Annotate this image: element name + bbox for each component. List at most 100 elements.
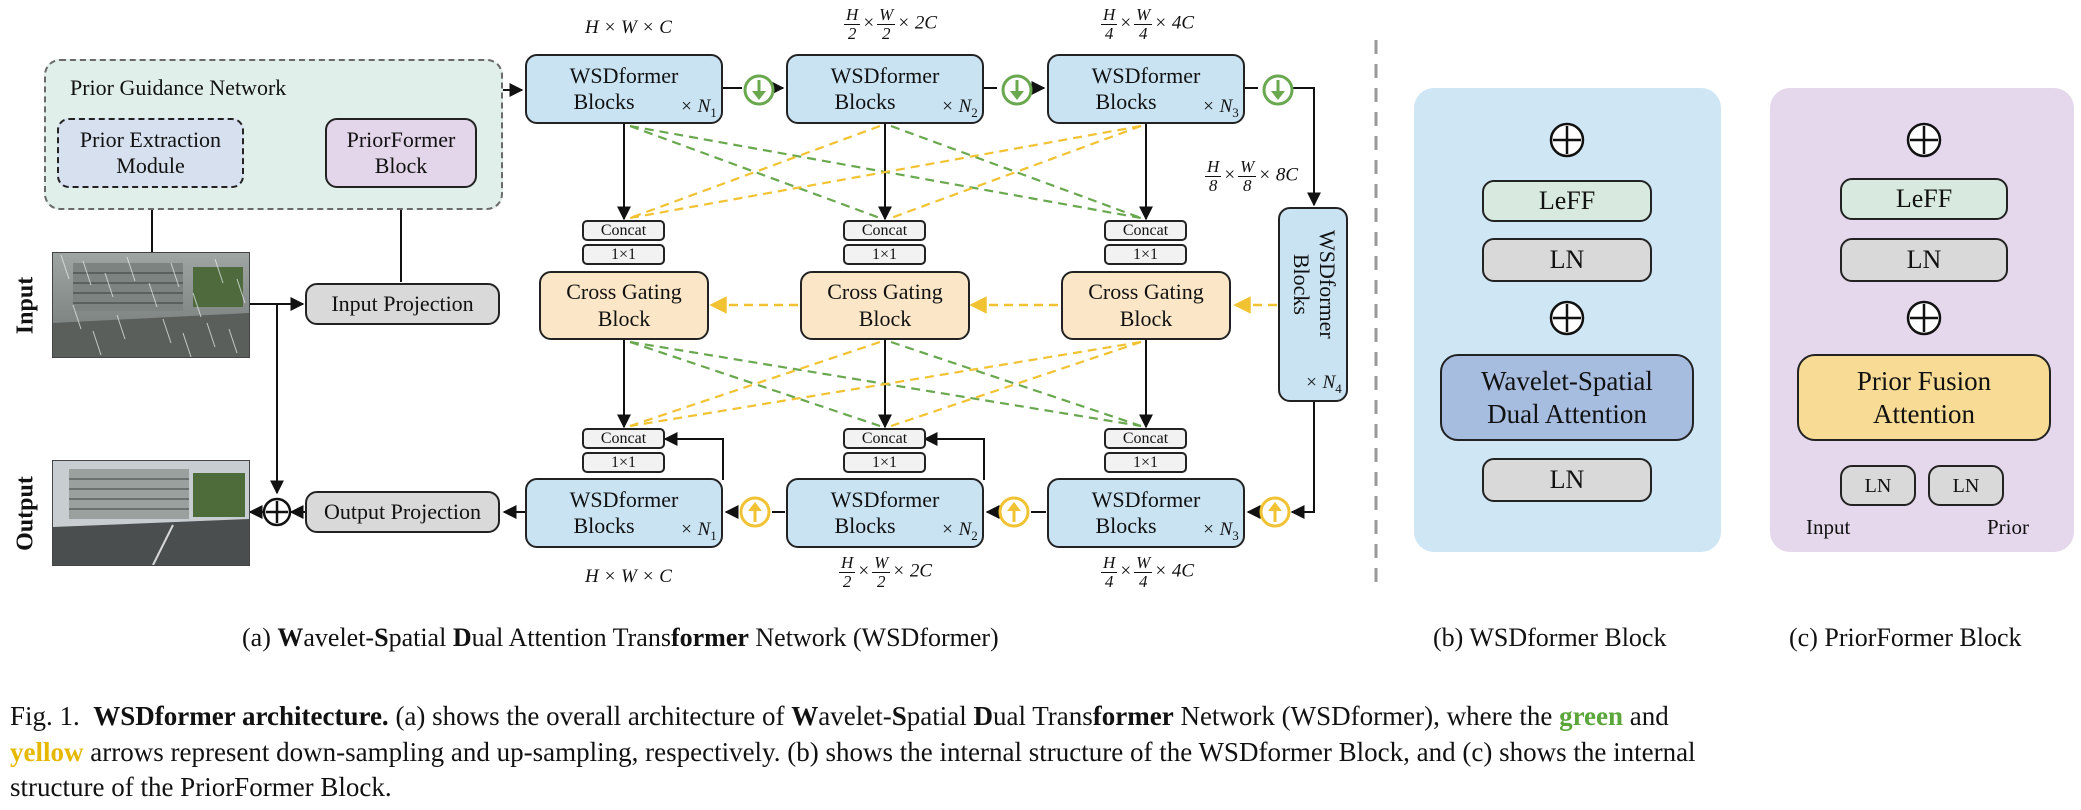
cross-gating-block-1: Cross Gating Block [539,271,709,340]
cross-gating-2-line1: Cross Gating [827,279,943,305]
wsd-dec2-line2: Blocks [834,513,896,538]
residual-add-icon [262,497,292,527]
leff-block-b: LeFF [1482,180,1652,222]
n1-label: × N1 [680,96,717,120]
caption-b: (b) WSDformer Block [1433,623,1667,652]
wsd-dec1-line1: WSDformer [569,486,679,512]
wsd-enc1-line1: WSDformer [569,62,679,88]
add-icon [1549,122,1585,158]
figure-caption-line1: Fig. 1. WSDformer architecture. (a) show… [10,701,1669,731]
input-projection: Input Projection [305,283,500,325]
upsample-icon [1259,496,1291,528]
input-label-c: Input [1806,515,1851,539]
wavelet-spatial-dual-attention: Wavelet-Spatial Dual Attention [1440,354,1694,441]
n4-label: × N4 [1305,372,1342,396]
input-rainy-image [52,252,250,358]
ln-block-c-input: LN [1840,465,1916,506]
attention-b-line1: Wavelet-Spatial [1481,366,1653,397]
n2-dec-label: × N2 [941,519,978,543]
conv1x1-bottom-2: 1×1 [843,452,926,473]
conv1x1-top-1: 1×1 [582,244,665,265]
ln-block-c-top: LN [1840,238,2008,282]
concat-bottom-3: Concat [1104,428,1187,449]
figure-caption-line3: structure of the PriorFormer Block. [10,772,392,802]
cross-gating-block-2: Cross Gating Block [800,271,970,340]
prior-guidance-title: Prior Guidance Network [70,75,287,100]
figure-number: Fig. 1. [10,701,80,731]
cross-gating-2-line2: Block [858,305,912,331]
ln-block-c-prior: LN [1928,465,2004,506]
n3-dec-label: × N3 [1202,519,1239,543]
wsd-dec3-line1: WSDformer [1091,486,1201,512]
cross-gating-1-line1: Cross Gating [566,279,682,305]
n3-label: × N3 [1202,96,1239,120]
wsdformer-decoder-3: WSDformer Blocks [1047,478,1245,548]
wsdformer-encoder-2: WSDformer Blocks [786,54,984,124]
priorformer-line1: PriorFormer [346,126,456,152]
wsdformer-bottleneck: WSDformer Blocks [1278,207,1348,402]
priorformer-block: PriorFormer Block [325,118,477,188]
downsample-icon [1262,74,1294,106]
figure-title: WSDformer architecture. [93,701,389,731]
wsd-dec2-line1: WSDformer [830,486,940,512]
attention-c-line1: Prior Fusion [1856,366,1992,397]
wsdformer-decoder-2: WSDformer Blocks [786,478,984,548]
wsdformer-encoder-3: WSDformer Blocks [1047,54,1245,124]
clean-street-image [53,461,249,565]
upsample-icon [739,496,771,528]
conv1x1-bottom-3: 1×1 [1104,452,1187,473]
n2-label: × N2 [941,96,978,120]
add-icon [1906,122,1942,158]
conv1x1-top-2: 1×1 [843,244,926,265]
wsd-dec3-line2: Blocks [1095,513,1157,538]
prior-extraction-line1: Prior Extraction [79,126,222,152]
cross-gating-3-line1: Cross Gating [1088,279,1204,305]
concat-top-2: Concat [843,220,926,241]
concat-top-3: Concat [1104,220,1187,241]
prior-fusion-attention: Prior Fusion Attention [1797,354,2051,441]
ln-block-b-top: LN [1482,238,1652,282]
dim-bottom-1: H × W × C [585,566,672,587]
output-clean-image [52,460,250,566]
bottleneck-line2: Blocks [1288,253,1313,316]
add-icon [1549,300,1585,336]
attention-b-line2: Dual Attention [1487,398,1647,429]
wsd-dec1-line2: Blocks [573,513,635,538]
downsample-icon [1001,74,1033,106]
concat-top-1: Concat [582,220,665,241]
bottleneck-line1: WSDformer [1314,230,1340,339]
prior-extraction-module: Prior Extraction Module [57,118,244,188]
dim-top-1: H × W × C [585,17,672,38]
attention-c-line2: Attention [1873,398,1975,429]
cross-gating-3-line2: Block [1119,305,1173,331]
output-projection: Output Projection [305,491,500,533]
downsample-icon [743,74,775,106]
caption-c: (c) PriorFormer Block [1789,623,2022,652]
input-side-label: Input [12,276,39,335]
wsdformer-encoder-1: WSDformer Blocks [525,54,723,124]
ln-block-b-bottom: LN [1482,458,1652,502]
n1-dec-label: × N1 [680,519,717,543]
leff-block-c: LeFF [1840,178,2008,220]
add-icon [1906,300,1942,336]
rainy-street-image [53,253,249,357]
cross-gating-block-3: Cross Gating Block [1061,271,1231,340]
concat-bottom-2: Concat [843,428,926,449]
output-side-label: Output [12,476,39,551]
wsd-enc2-line1: WSDformer [830,62,940,88]
upsample-icon [998,496,1030,528]
cross-gating-1-line2: Block [597,305,651,331]
wsd-enc3-line1: WSDformer [1091,62,1201,88]
priorformer-line2: Block [374,153,428,178]
wsd-enc2-line2: Blocks [834,89,896,114]
figure-caption-line2: yellow arrows represent down-sampling an… [10,737,1696,767]
conv1x1-top-3: 1×1 [1104,244,1187,265]
concat-bottom-1: Concat [582,428,665,449]
wsdformer-decoder-1: WSDformer Blocks [525,478,723,548]
wsd-enc1-line2: Blocks [573,89,635,114]
